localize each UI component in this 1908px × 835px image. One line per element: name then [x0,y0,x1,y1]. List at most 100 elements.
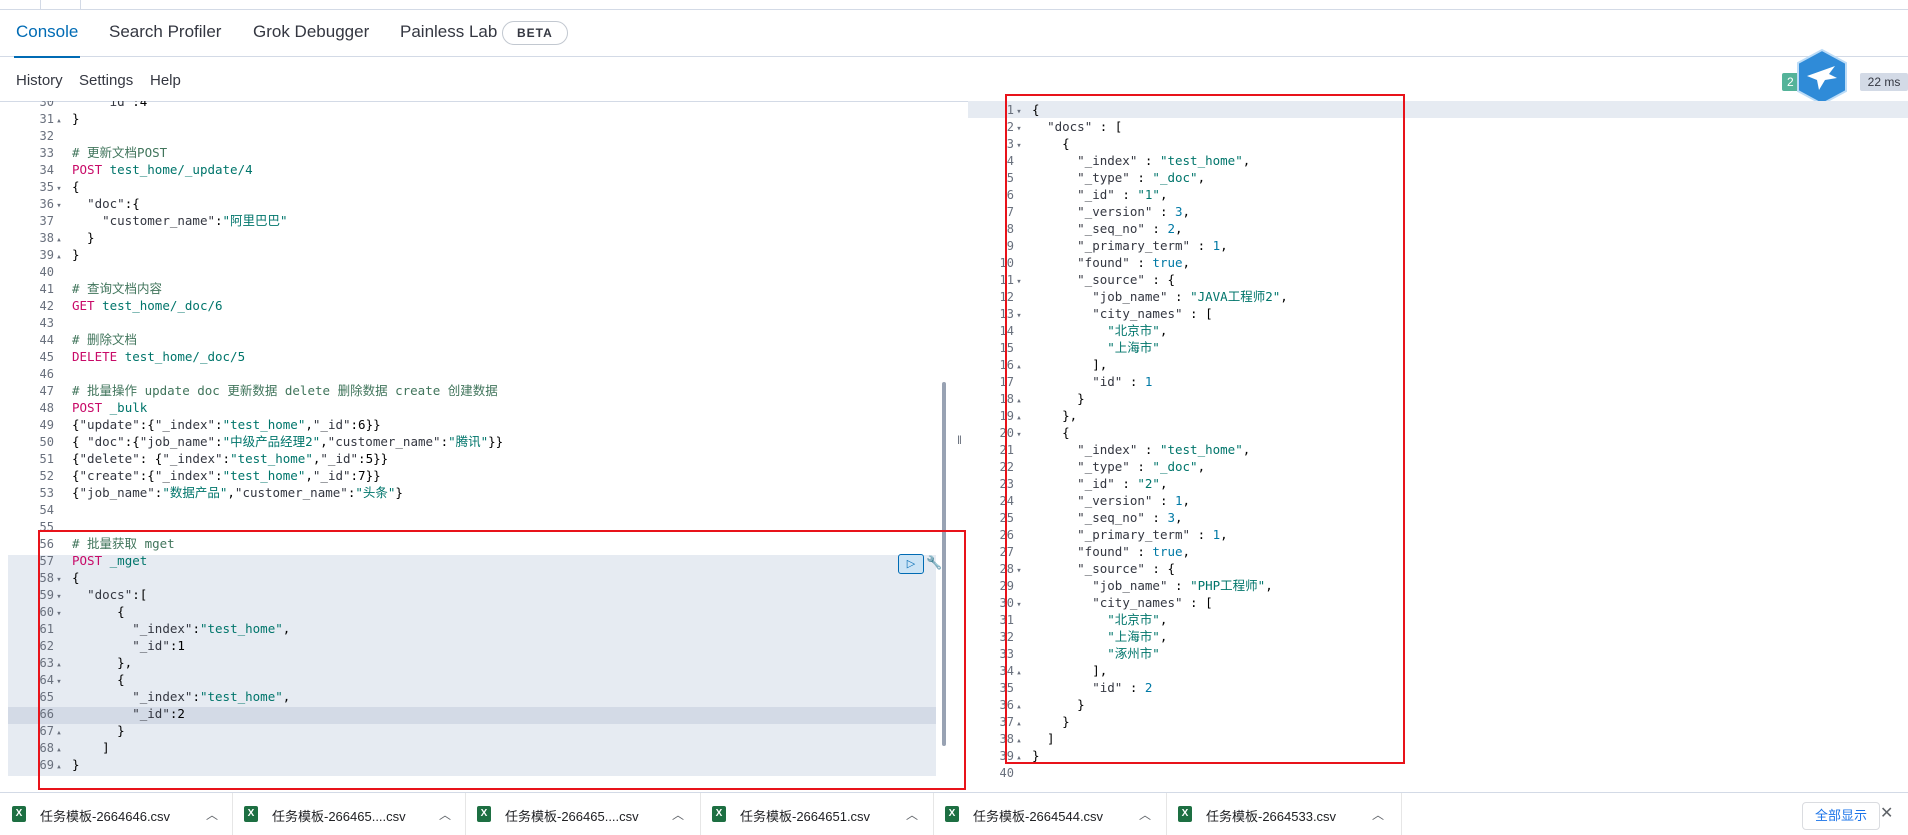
output-line[interactable]: 3▾ { [968,135,1070,152]
output-line[interactable]: 19▴ }, [968,407,1078,424]
fold-toggle-icon[interactable]: ▴ [1016,736,1022,746]
chevron-up-icon[interactable]: ︿ [672,808,685,822]
output-line[interactable]: 18▴ } [968,390,1085,407]
output-line[interactable]: 33 "涿州市" [968,645,1160,662]
output-line[interactable]: 23 "_id" : "2", [968,475,1168,492]
fold-toggle-icon[interactable]: ▾ [1016,566,1022,576]
editor-line[interactable]: 68▴ ] [8,739,110,756]
output-line[interactable]: 1▾{ [968,101,1040,118]
editor-line[interactable]: 63▴ }, [8,654,133,671]
editor-line[interactable]: 52{"create":{"_index":"test_home","_id":… [8,467,381,484]
editor-line[interactable]: 62 "_id":1 [8,637,185,654]
chevron-up-icon[interactable]: ︿ [1372,808,1385,822]
fold-toggle-icon[interactable]: ▴ [56,252,62,262]
output-line[interactable]: 22 "_type" : "_doc", [968,458,1206,475]
fold-toggle-icon[interactable]: ▾ [1016,107,1022,117]
output-line[interactable]: 31 "北京市", [968,611,1168,628]
editor-line[interactable]: 54 [8,501,72,518]
fold-toggle-icon[interactable]: ▴ [1016,719,1022,729]
output-line[interactable]: 10 "found" : true, [968,254,1191,271]
output-line[interactable]: 30▾ "city_names" : [ [968,594,1213,611]
editor-line[interactable]: 49{"update":{"_index":"test_home","_id":… [8,416,381,433]
chevron-up-icon[interactable]: ︿ [1139,808,1152,822]
editor-line[interactable]: 56# 批量获取 mget [8,535,175,552]
output-line[interactable]: 21 "_index" : "test_home", [968,441,1251,458]
fold-toggle-icon[interactable]: ▴ [1016,668,1022,678]
editor-line[interactable]: 41# 查询文档内容 [8,280,163,297]
pane-divider[interactable]: ‖ [955,101,965,781]
fold-toggle-icon[interactable]: ▴ [56,762,62,772]
editor-line[interactable]: 32 [8,127,72,144]
editor-line[interactable]: 44# 删除文档 [8,331,138,348]
show-all-downloads-button[interactable]: 全部显示 [1802,802,1881,830]
output-line[interactable]: 16▴ ], [968,356,1108,373]
editor-line[interactable]: 53{"job_name":"数据产品","customer_name":"头条… [8,484,403,501]
editor-line[interactable]: 55 [8,518,72,535]
editor-line[interactable]: 33# 更新文档POST [8,144,168,161]
fold-toggle-icon[interactable]: ▾ [1016,277,1022,287]
output-line[interactable]: 8 "_seq_no" : 2, [968,220,1183,237]
fold-toggle-icon[interactable]: ▴ [56,745,62,755]
output-line[interactable]: 6 "_id" : "1", [968,186,1168,203]
editor-line[interactable]: 40 [8,263,72,280]
download-item[interactable]: X 任务模板-2664646.csv ︿ [0,793,233,835]
editor-line[interactable]: 35▾{ [8,178,80,195]
fold-toggle-icon[interactable]: ▾ [1016,141,1022,151]
editor-line[interactable]: 51{"delete": {"_index":"test_home","_id"… [8,450,389,467]
fold-toggle-icon[interactable]: ▾ [56,592,62,602]
editor-line[interactable]: 64▾ { [8,671,125,688]
editor-scrollbar[interactable] [942,382,946,746]
output-line[interactable]: 14 "北京市", [968,322,1168,339]
output-line[interactable]: 38▴ ] [968,730,1055,747]
fold-toggle-icon[interactable]: ▾ [1016,124,1022,134]
editor-line[interactable]: 69▴} [8,756,80,773]
fold-toggle-icon[interactable]: ▾ [56,201,62,211]
output-line[interactable]: 37▴ } [968,713,1070,730]
tab-grok-debugger[interactable]: Grok Debugger [253,22,370,41]
editor-line[interactable]: 46 [8,365,72,382]
fold-toggle-icon[interactable]: ▾ [56,575,62,585]
fold-toggle-icon[interactable]: ▾ [56,609,62,619]
wrench-icon[interactable]: 🔧 [926,555,943,570]
editor-line[interactable]: 39▴} [8,246,80,263]
output-line[interactable]: 35 "id" : 2 [968,679,1153,696]
output-line[interactable]: 36▴ } [968,696,1085,713]
output-line[interactable]: 29 "job_name" : "PHP工程师", [968,577,1273,594]
editor-line[interactable]: 37 "customer_name":"阿里巴巴" [8,212,288,229]
fold-toggle-icon[interactable]: ▾ [1016,600,1022,610]
play-icon[interactable]: ▷ [898,554,924,574]
chevron-up-icon[interactable]: ︿ [906,808,919,822]
editor-line[interactable]: 65 "_index":"test_home", [8,688,291,705]
output-line[interactable]: 2▾ "docs" : [ [968,118,1123,135]
editor-line[interactable]: 38▴ } [8,229,95,246]
output-line[interactable]: 39▴} [968,747,1040,764]
output-line[interactable]: 15 "上海市" [968,339,1160,356]
download-item[interactable]: X 任务模板-266465....csv ︿ [465,793,701,835]
download-item[interactable]: X 任务模板-2664533.csv ︿ [1166,793,1402,835]
help-menu[interactable]: Help [150,72,181,89]
editor-line[interactable]: 31▴} [8,110,80,127]
chevron-up-icon[interactable]: ︿ [439,808,452,822]
fold-toggle-icon[interactable]: ▴ [1016,362,1022,372]
output-line[interactable]: 7 "_version" : 3, [968,203,1190,220]
fold-toggle-icon[interactable]: ▴ [56,728,62,738]
fold-toggle-icon[interactable]: ▴ [1016,753,1022,763]
tab-console[interactable]: Console [14,10,81,58]
output-line[interactable]: 13▾ "city_names" : [ [968,305,1213,322]
fold-toggle-icon[interactable]: ▴ [1016,413,1022,423]
editor-line[interactable]: 47# 批量操作 update doc 更新数据 delete 删除数据 cre… [8,382,498,399]
output-line[interactable]: 4 "_index" : "test_home", [968,152,1251,169]
fold-toggle-icon[interactable]: ▾ [1016,430,1022,440]
editor-line[interactable]: 58▾{ [8,569,80,586]
fold-toggle-icon[interactable]: ▴ [56,660,62,670]
download-item[interactable]: X 任务模板-2664544.csv ︿ [933,793,1167,835]
editor-line[interactable]: 43 [8,314,72,331]
editor-line[interactable]: 67▴ } [8,722,125,739]
fold-toggle-icon[interactable]: ▾ [1016,311,1022,321]
output-line[interactable]: 17 "id" : 1 [968,373,1153,390]
editor-line[interactable]: 60▾ { [8,603,125,620]
